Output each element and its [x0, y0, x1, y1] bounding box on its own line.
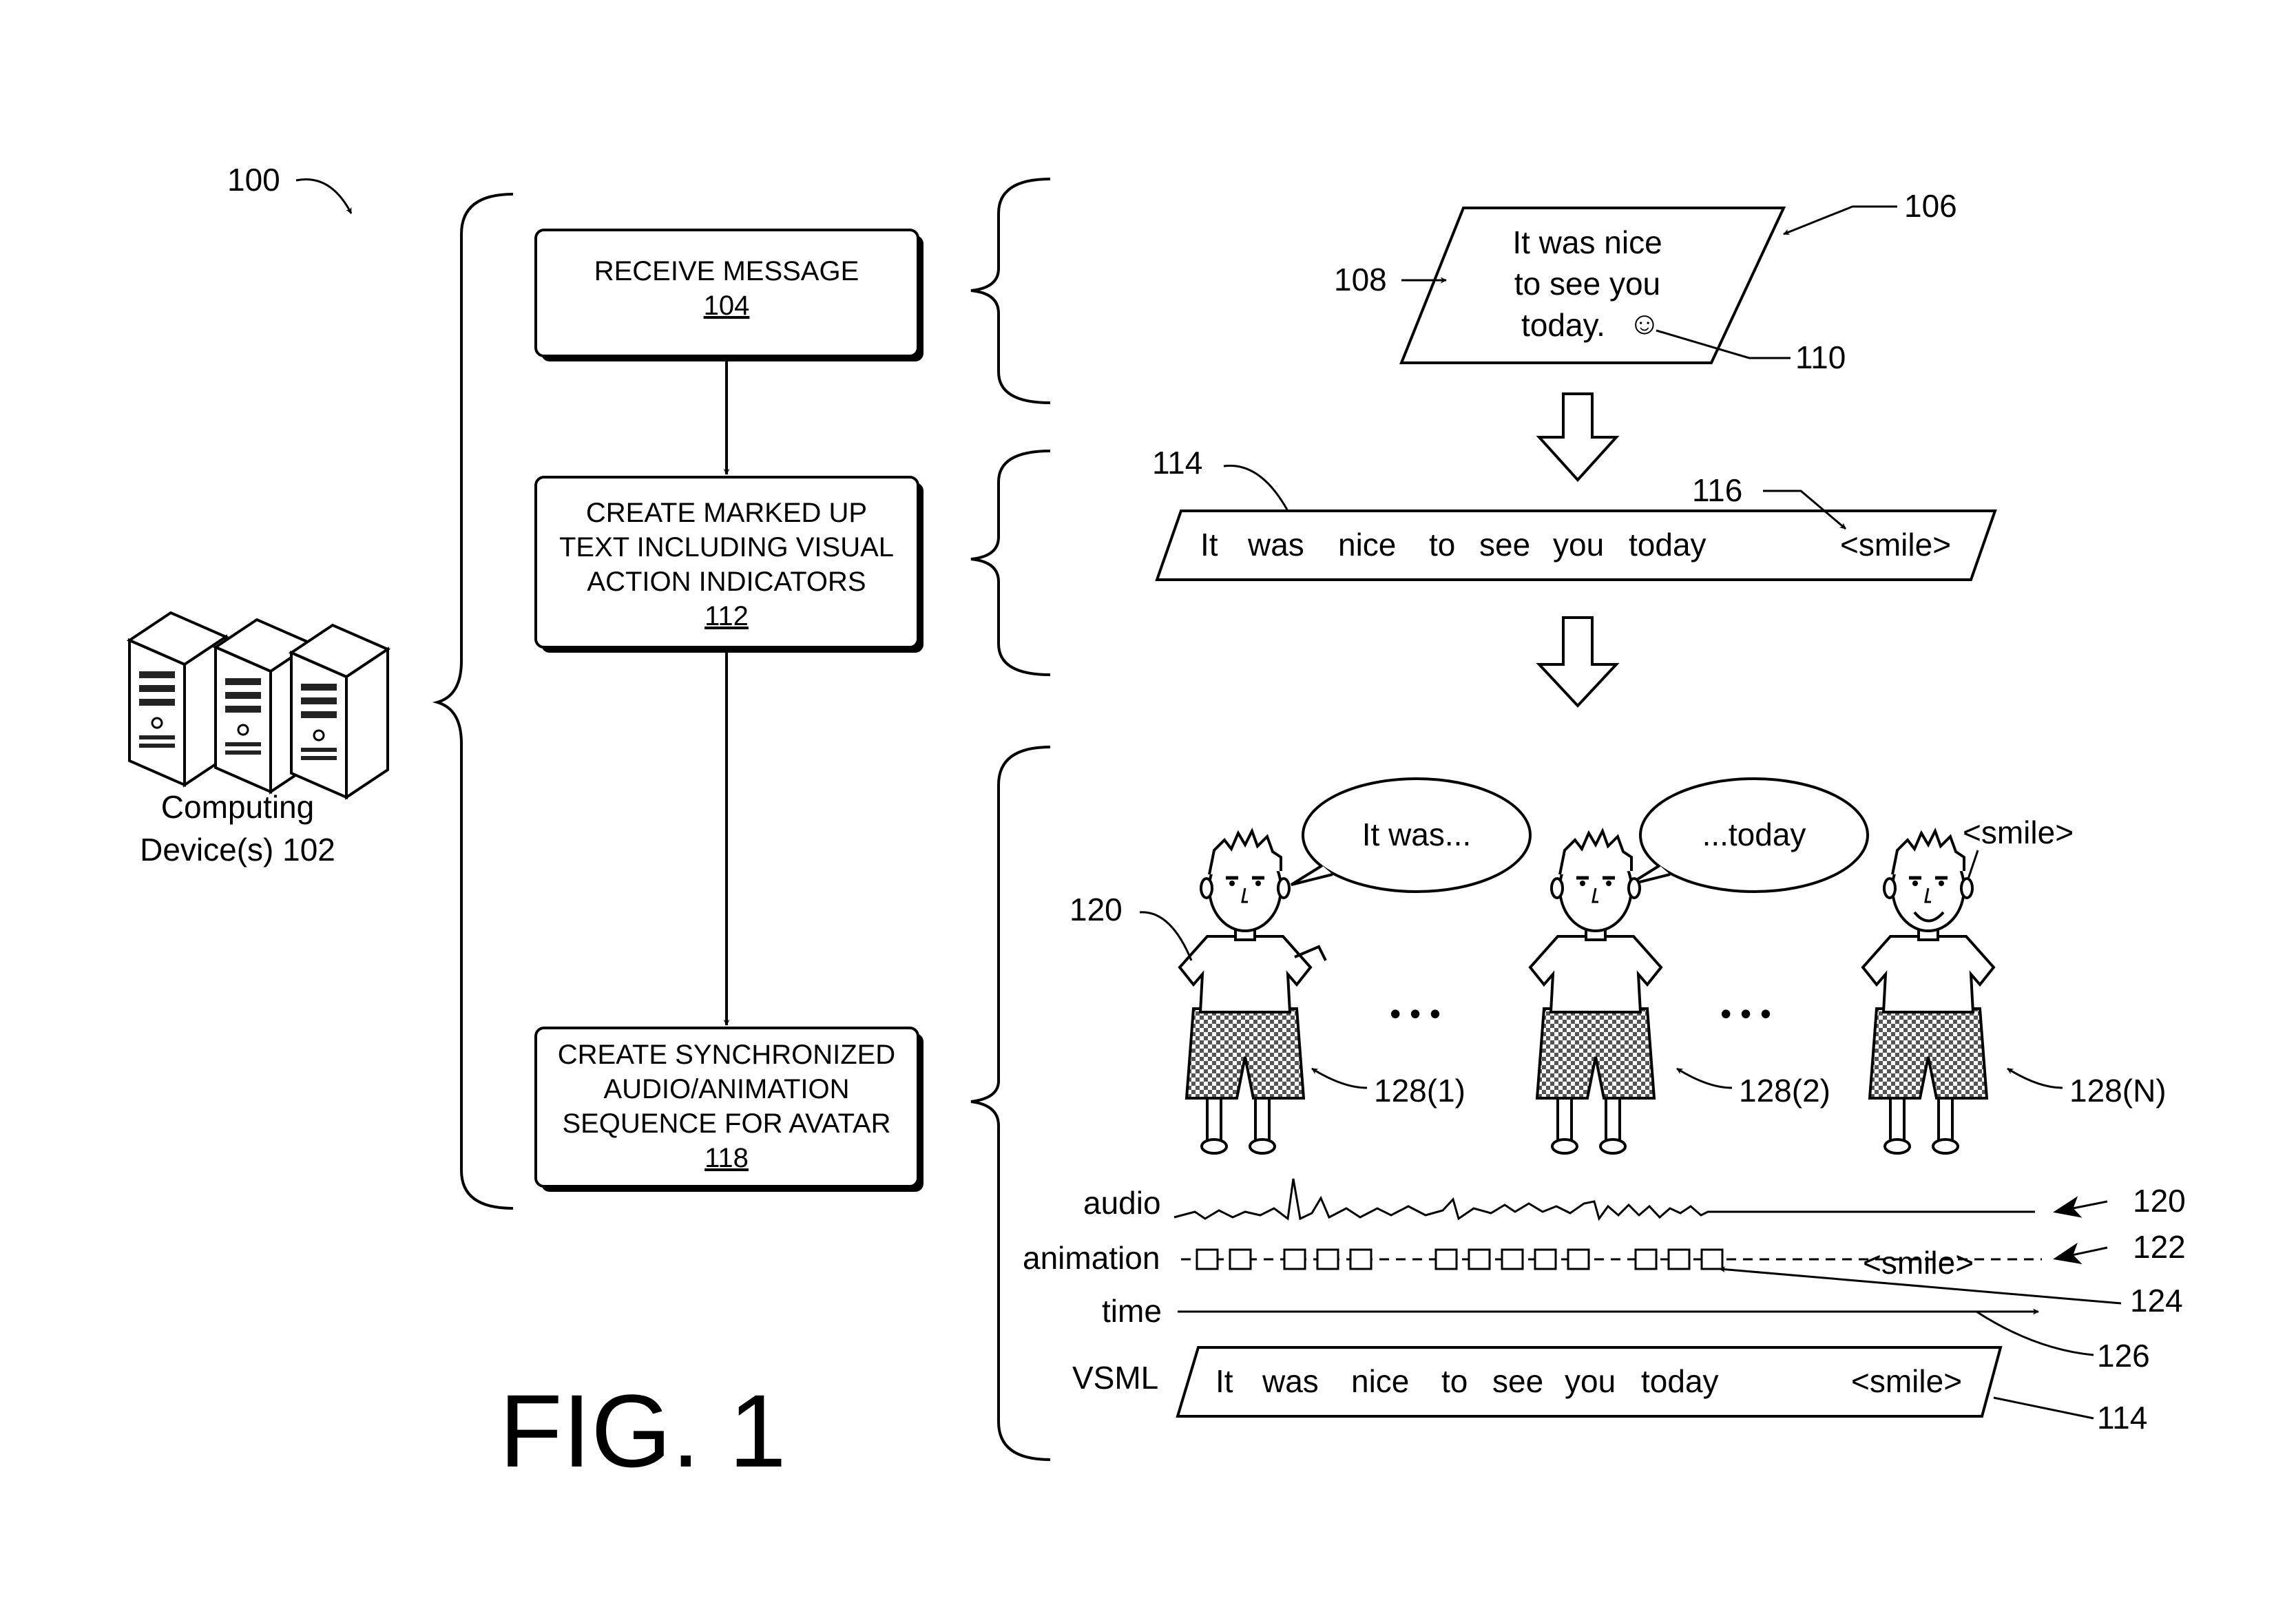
animation-label: animation — [1023, 1240, 1160, 1276]
server-icon — [129, 613, 388, 797]
box3-line1: CREATE SYNCHRONIZED — [558, 1040, 895, 1070]
markup-word: see — [1479, 527, 1530, 563]
box2-line2: TEXT INCLUDING VISUAL — [559, 532, 894, 563]
ref-114-bottom-leader — [1994, 1398, 2094, 1418]
ellipsis-2: • • • — [1720, 996, 1771, 1031]
vsml-tag: <smile> — [1851, 1363, 1962, 1399]
avatar-smile-tag: <smile> — [1963, 815, 2074, 850]
speech-bubble-2-text: ...today — [1702, 817, 1806, 852]
audio-waveform — [1174, 1179, 2035, 1219]
markup-word: was — [1247, 527, 1304, 563]
animation-frame — [1230, 1250, 1251, 1269]
animation-frame — [1317, 1250, 1338, 1269]
ref-128-n-arrow — [2007, 1069, 2063, 1088]
vsml-word: was — [1262, 1363, 1319, 1399]
smiley-icon: ☺ — [1629, 305, 1661, 341]
ref-114-top: 114 — [1152, 445, 1202, 481]
ref-128-n: 128(N) — [2069, 1073, 2167, 1109]
box1-ref: 104 — [704, 291, 750, 321]
ref-100-arrow — [296, 180, 351, 213]
animation-frame — [1469, 1250, 1490, 1269]
flow-box-receive-message: RECEIVE MESSAGE 104 — [536, 230, 923, 361]
brace-sequence — [971, 747, 1050, 1460]
ref-120-avatar-leader — [1140, 912, 1191, 960]
ref-100-label: 100 — [227, 162, 280, 198]
ref-128-2-arrow — [1677, 1069, 1732, 1088]
ellipsis-1: • • • — [1390, 996, 1441, 1031]
box2-line1: CREATE MARKED UP — [586, 498, 867, 528]
ref-120-arrow — [2056, 1201, 2107, 1212]
animation-frame — [1568, 1250, 1589, 1269]
computing-device-label-1: Computing — [161, 789, 314, 825]
vsml-word: see — [1492, 1363, 1543, 1399]
vsml-word: nice — [1351, 1363, 1409, 1399]
animation-frame — [1284, 1250, 1305, 1269]
flow-box-create-markup: CREATE MARKED UP TEXT INCLUDING VISUAL A… — [536, 477, 923, 653]
ref-114-bottom: 114 — [2097, 1400, 2147, 1436]
ref-124: 124 — [2130, 1283, 2183, 1318]
figure-title: FIG. 1 — [499, 1373, 786, 1489]
animation-frame — [1702, 1250, 1722, 1269]
animation-frame — [1636, 1250, 1656, 1269]
markup-word: to — [1429, 527, 1455, 563]
ref-126: 126 — [2097, 1338, 2150, 1374]
animation-frame — [1502, 1250, 1523, 1269]
markup-tag: <smile> — [1840, 527, 1951, 563]
brace-message — [971, 179, 1050, 403]
vsml-word: today — [1641, 1363, 1719, 1399]
computing-device-label-2: Device(s) 102 — [140, 832, 335, 868]
ref-122: 122 — [2133, 1229, 2186, 1265]
markup-word: you — [1553, 527, 1604, 563]
ref-114-leader — [1224, 465, 1288, 511]
ref-108: 108 — [1334, 262, 1387, 297]
speech-bubble-1-text: It was... — [1362, 817, 1471, 852]
ref-128-1: 128(1) — [1374, 1073, 1465, 1109]
ref-106-arrow — [1784, 207, 1897, 234]
avatar-figure-3 — [1863, 831, 1994, 1153]
box1-line1: RECEIVE MESSAGE — [594, 256, 859, 286]
animation-frame — [1350, 1250, 1371, 1269]
markup-word: today — [1629, 527, 1707, 563]
message-line1: It was nice — [1512, 224, 1662, 260]
down-arrow-1 — [1539, 394, 1616, 480]
audio-label: audio — [1083, 1185, 1161, 1221]
box3-line3: SEQUENCE FOR AVATAR — [562, 1109, 890, 1139]
markup-word: It — [1200, 527, 1218, 563]
animation-frame — [1669, 1250, 1689, 1269]
brace-markup — [971, 451, 1050, 675]
box2-line3: ACTION INDICATORS — [587, 567, 866, 597]
down-arrow-2 — [1539, 618, 1616, 706]
ref-122-arrow — [2056, 1248, 2107, 1259]
vsml-label: VSML — [1072, 1360, 1158, 1396]
vsml-word: you — [1565, 1363, 1616, 1399]
flow-box-create-sequence: CREATE SYNCHRONIZED AUDIO/ANIMATION SEQU… — [536, 1028, 923, 1192]
time-label: time — [1102, 1293, 1162, 1329]
markup-word: nice — [1338, 527, 1396, 563]
ref-110: 110 — [1795, 339, 1846, 375]
vsml-word: to — [1441, 1363, 1468, 1399]
animation-frame — [1197, 1250, 1218, 1269]
message-line3: today. — [1521, 307, 1605, 343]
message-line2: to see you — [1514, 266, 1660, 302]
animation-smile-tag: <smile> — [1863, 1245, 1974, 1281]
box3-ref: 118 — [705, 1143, 749, 1173]
box2-ref: 112 — [705, 601, 749, 631]
animation-frame — [1535, 1250, 1556, 1269]
ref-128-2: 128(2) — [1739, 1073, 1830, 1109]
ref-120-avatar: 120 — [1069, 892, 1123, 927]
ref-106: 106 — [1904, 188, 1957, 224]
animation-frame — [1436, 1250, 1457, 1269]
vsml-word: It — [1215, 1363, 1233, 1399]
box3-line2: AUDIO/ANIMATION — [603, 1074, 849, 1104]
left-brace — [437, 194, 513, 1208]
ref-128-1-arrow — [1312, 1069, 1367, 1088]
ref-116: 116 — [1692, 472, 1742, 508]
ref-120-audio: 120 — [2133, 1183, 2186, 1219]
